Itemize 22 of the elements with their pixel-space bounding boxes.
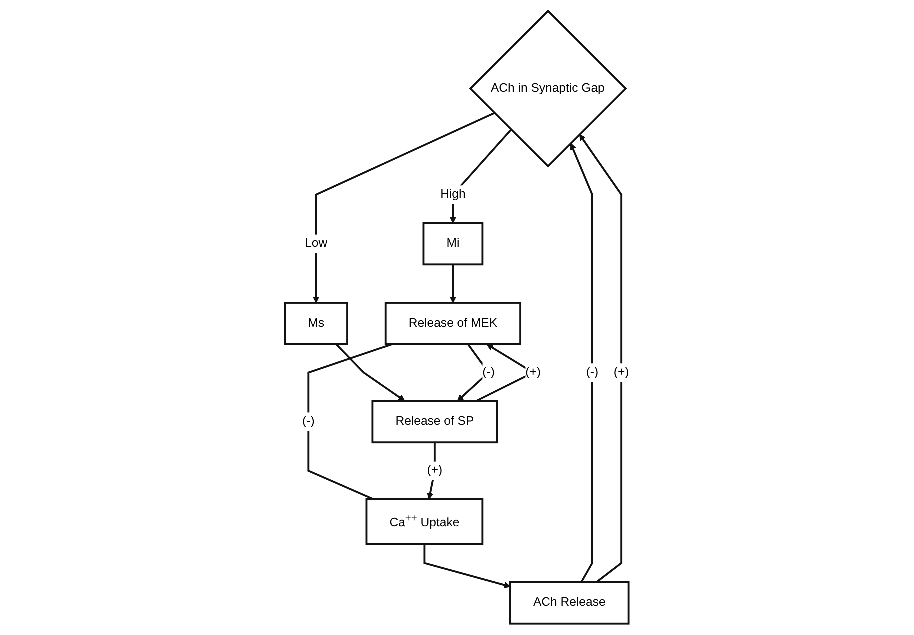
- node-box: Mi: [422, 222, 484, 266]
- node-diamond: ACh in Synaptic Gap: [469, 10, 628, 168]
- edge-label: (-): [586, 366, 598, 379]
- arrow: [450, 264, 456, 304]
- connector: [308, 344, 392, 500]
- node-box: ACh Release: [509, 581, 630, 625]
- node-box: Release of SP: [372, 400, 498, 444]
- edge-label: High: [440, 188, 466, 201]
- node-box: Ms: [284, 302, 348, 346]
- node-box: Release of MEK: [384, 302, 522, 346]
- edge-label: (+): [427, 464, 442, 478]
- node-box: Ca$^{++}$ Uptake: [366, 498, 484, 546]
- edge-label: (+): [525, 366, 541, 379]
- arrow: [424, 544, 511, 588]
- arrow: [336, 344, 406, 402]
- edge-label: Low: [304, 237, 328, 250]
- arrow: [312, 112, 495, 304]
- arrow: [579, 134, 622, 584]
- edge-label: (+): [614, 366, 630, 379]
- edge-label: (-): [482, 366, 495, 379]
- arrow: [570, 143, 594, 583]
- edge-label: (-): [302, 414, 315, 428]
